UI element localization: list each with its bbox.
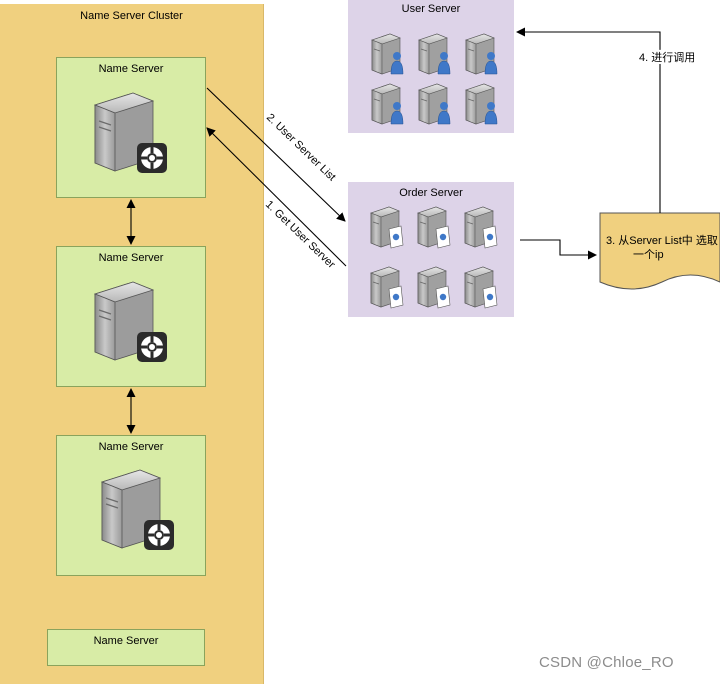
user-server-icon [371, 83, 404, 125]
step2-label: 2. User Server List [264, 112, 338, 184]
step2-arrow [206, 87, 346, 222]
watermark: CSDN @Chloe_RO [539, 654, 674, 671]
order-server-icon [464, 206, 498, 249]
name-server-2-label: Name Server [98, 252, 164, 264]
user-server-title: User Server [401, 3, 461, 15]
order-server-icon [370, 266, 404, 309]
user-server-icon [465, 33, 498, 75]
name-server-4-label: Name Server [93, 635, 159, 647]
order-server-icon [417, 206, 451, 249]
name-server-4[interactable]: Name Server [47, 629, 205, 666]
name-server-3[interactable]: Name Server [56, 435, 206, 576]
step1-arrow [206, 127, 347, 267]
user-server-icon [418, 83, 451, 125]
order-server-title: Order Server [399, 187, 463, 199]
select-ip-document[interactable] [599, 212, 720, 290]
step4-arrow [516, 27, 661, 213]
name-server-3-label: Name Server [98, 441, 164, 453]
cluster-title: Name Server Cluster [80, 10, 183, 22]
order-server-icon [464, 266, 498, 309]
name-server-1-label: Name Server [98, 63, 164, 75]
name-server-3-icon [100, 468, 176, 552]
order-server-icon [417, 266, 451, 309]
step3-label-line2: 一个ip [633, 248, 664, 261]
order-server-icon [370, 206, 404, 249]
name-server-1-icon [93, 91, 169, 175]
step1-label: 1. Get User Server [263, 199, 338, 272]
step4-label: 4. 进行调用 [639, 51, 695, 64]
step3-label-line1: 3. 从Server List中 选取 [606, 234, 718, 247]
order-to-select-arrow [520, 239, 597, 260]
name-server-2-icon [93, 280, 169, 364]
user-server-icon [371, 33, 404, 75]
user-server-icon [465, 83, 498, 125]
user-server-icon [418, 33, 451, 75]
